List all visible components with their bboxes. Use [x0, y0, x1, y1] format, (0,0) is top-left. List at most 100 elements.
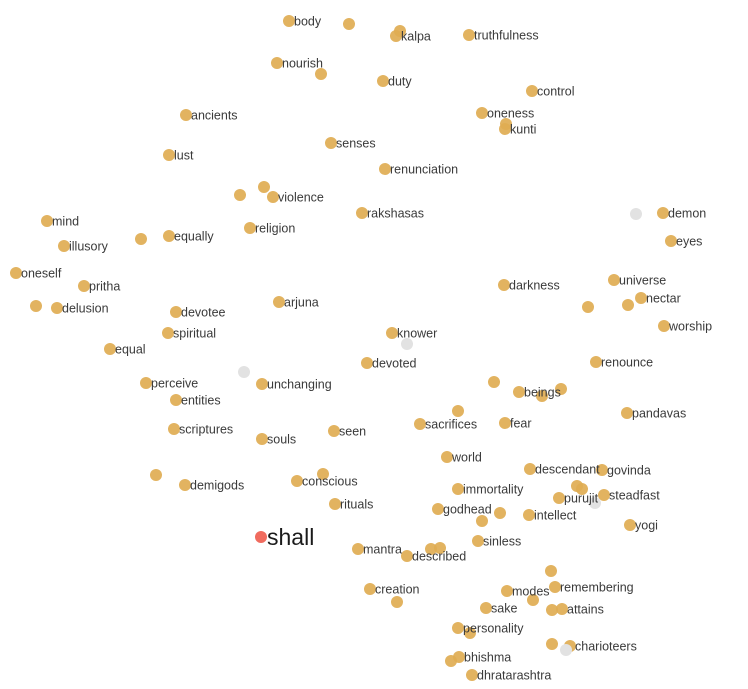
point-unlabeled[interactable] — [555, 383, 567, 395]
point-unlabeled[interactable] — [343, 18, 355, 30]
point-truthfulness[interactable] — [463, 29, 475, 41]
point-mantra[interactable] — [352, 543, 364, 555]
point-unlabeled[interactable] — [545, 565, 557, 577]
point-duty[interactable] — [377, 75, 389, 87]
point-attains[interactable] — [556, 603, 568, 615]
point-devoted[interactable] — [361, 357, 373, 369]
point-conscious[interactable] — [291, 475, 303, 487]
point-unlabeled[interactable] — [546, 638, 558, 650]
highlight-point[interactable] — [255, 531, 267, 543]
point-sake[interactable] — [480, 602, 492, 614]
point-universe[interactable] — [608, 274, 620, 286]
point-unlabeled[interactable] — [434, 542, 446, 554]
point-unlabeled[interactable] — [527, 594, 539, 606]
point-immortality[interactable] — [452, 483, 464, 495]
point-unlabeled[interactable] — [576, 483, 588, 495]
point-intellect[interactable] — [523, 509, 535, 521]
point-renounce[interactable] — [590, 356, 602, 368]
point-govinda[interactable] — [596, 464, 608, 476]
point-unlabeled[interactable] — [150, 469, 162, 481]
point-unlabeled[interactable] — [488, 376, 500, 388]
point-label-violence: violence — [278, 191, 324, 205]
point-religion[interactable] — [244, 222, 256, 234]
point-equally[interactable] — [163, 230, 175, 242]
point-equal[interactable] — [104, 343, 116, 355]
point-rituals[interactable] — [329, 498, 341, 510]
point-knower[interactable] — [386, 327, 398, 339]
point-unlabeled[interactable] — [425, 543, 437, 555]
point-oneself[interactable] — [10, 267, 22, 279]
point-unlabeled[interactable] — [589, 497, 601, 509]
point-unlabeled[interactable] — [464, 627, 476, 639]
point-unlabeled[interactable] — [560, 644, 572, 656]
point-demigods[interactable] — [179, 479, 191, 491]
point-scriptures[interactable] — [168, 423, 180, 435]
point-unlabeled[interactable] — [234, 189, 246, 201]
point-unlabeled[interactable] — [500, 118, 512, 130]
point-unchanging[interactable] — [256, 378, 268, 390]
point-label-kalpa: kalpa — [401, 30, 431, 44]
point-lust[interactable] — [163, 149, 175, 161]
point-arjuna[interactable] — [273, 296, 285, 308]
point-unlabeled[interactable] — [394, 25, 406, 37]
point-remembering[interactable] — [549, 581, 561, 593]
point-unlabeled[interactable] — [30, 300, 42, 312]
point-unlabeled[interactable] — [546, 604, 558, 616]
point-unlabeled[interactable] — [391, 596, 403, 608]
point-unlabeled[interactable] — [622, 299, 634, 311]
point-pandavas[interactable] — [621, 407, 633, 419]
point-dhratarashtra[interactable] — [466, 669, 478, 681]
point-delusion[interactable] — [51, 302, 63, 314]
point-modes[interactable] — [501, 585, 513, 597]
point-unlabeled[interactable] — [317, 468, 329, 480]
point-worship[interactable] — [658, 320, 670, 332]
point-spiritual[interactable] — [162, 327, 174, 339]
point-godhead[interactable] — [432, 503, 444, 515]
point-sacrifices[interactable] — [414, 418, 426, 430]
point-world[interactable] — [441, 451, 453, 463]
point-mind[interactable] — [41, 215, 53, 227]
point-perceive[interactable] — [140, 377, 152, 389]
point-unlabeled[interactable] — [536, 390, 548, 402]
point-pritha[interactable] — [78, 280, 90, 292]
point-purujit[interactable] — [553, 492, 565, 504]
point-demon[interactable] — [657, 207, 669, 219]
point-eyes[interactable] — [665, 235, 677, 247]
point-souls[interactable] — [256, 433, 268, 445]
point-entities[interactable] — [170, 394, 182, 406]
point-unlabeled[interactable] — [238, 366, 250, 378]
point-darkness[interactable] — [498, 279, 510, 291]
point-violence[interactable] — [267, 191, 279, 203]
point-nourish[interactable] — [271, 57, 283, 69]
point-yogi[interactable] — [624, 519, 636, 531]
point-sinless[interactable] — [472, 535, 484, 547]
point-unlabeled[interactable] — [401, 338, 413, 350]
point-unlabeled[interactable] — [452, 405, 464, 417]
point-unlabeled[interactable] — [258, 181, 270, 193]
point-unlabeled[interactable] — [476, 515, 488, 527]
point-rakshasas[interactable] — [356, 207, 368, 219]
point-creation[interactable] — [364, 583, 376, 595]
point-described[interactable] — [401, 550, 413, 562]
point-unlabeled[interactable] — [135, 233, 147, 245]
point-steadfast[interactable] — [598, 489, 610, 501]
point-personality[interactable] — [452, 622, 464, 634]
point-unlabeled[interactable] — [445, 655, 457, 667]
point-illusory[interactable] — [58, 240, 70, 252]
point-oneness[interactable] — [476, 107, 488, 119]
point-renunciation[interactable] — [379, 163, 391, 175]
point-body[interactable] — [283, 15, 295, 27]
point-senses[interactable] — [325, 137, 337, 149]
point-nectar[interactable] — [635, 292, 647, 304]
point-ancients[interactable] — [180, 109, 192, 121]
point-unlabeled[interactable] — [315, 68, 327, 80]
point-devotee[interactable] — [170, 306, 182, 318]
point-descendant[interactable] — [524, 463, 536, 475]
point-unlabeled[interactable] — [494, 507, 506, 519]
point-control[interactable] — [526, 85, 538, 97]
point-seen[interactable] — [328, 425, 340, 437]
point-beings[interactable] — [513, 386, 525, 398]
point-fear[interactable] — [499, 417, 511, 429]
point-unlabeled[interactable] — [582, 301, 594, 313]
point-unlabeled[interactable] — [630, 208, 642, 220]
